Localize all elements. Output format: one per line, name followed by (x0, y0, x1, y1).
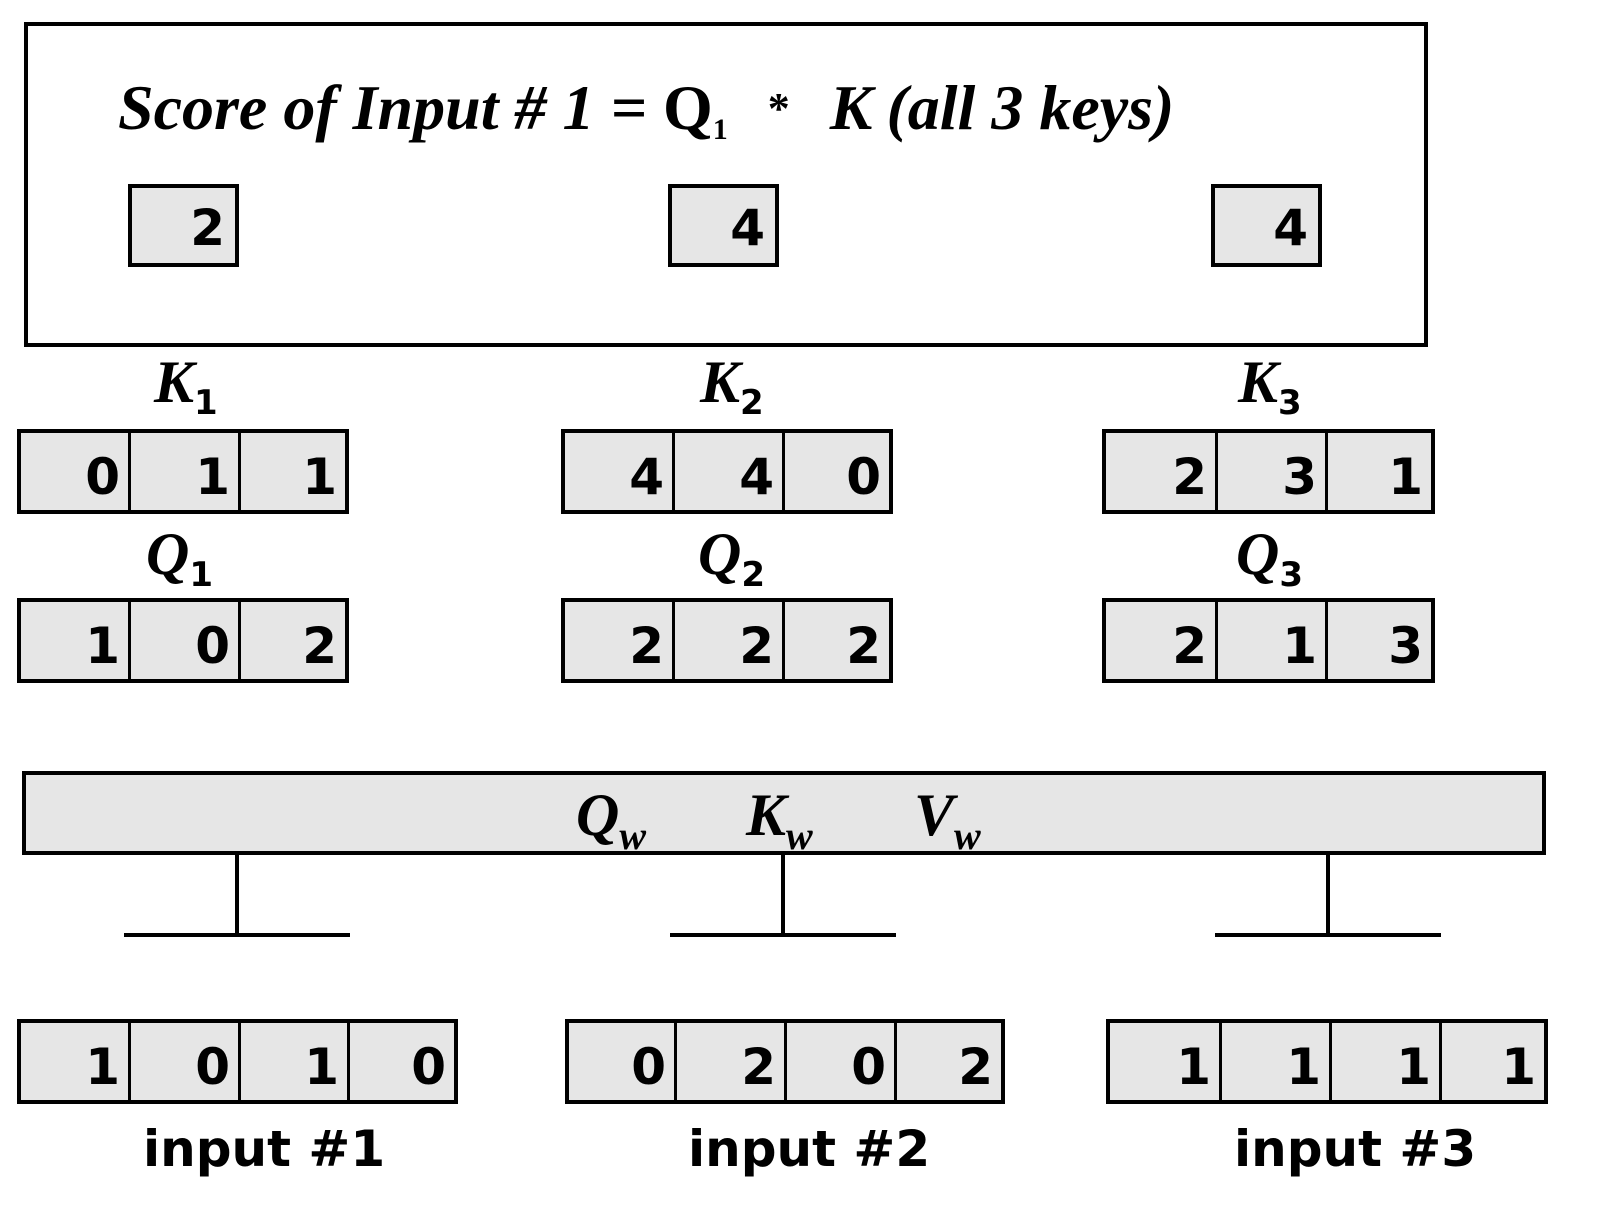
score-cell-2: 4 (668, 184, 779, 267)
input-label-1: input #1 (143, 1120, 386, 1178)
input-3-cell-3: 1 (1332, 1023, 1442, 1100)
score-cell-3: 4 (1211, 184, 1322, 267)
weight-q-label: Qw (576, 782, 647, 858)
key-3-cell-1: 2 (1106, 433, 1218, 510)
formula-q-sub: 1 (712, 113, 728, 146)
input-1-cell-3: 1 (241, 1023, 350, 1100)
input-3-cell-1: 1 (1110, 1023, 1222, 1100)
key-label-1: K1 (154, 349, 218, 423)
query-1-cell-3: 2 (302, 617, 337, 675)
key-2-cell-2: 4 (675, 433, 785, 510)
input-vector-1: 1 0 1 0 (17, 1019, 458, 1104)
input-label-2: input #2 (688, 1120, 931, 1178)
input-3-cell-2: 1 (1222, 1023, 1332, 1100)
key-vector-2: 4 4 0 (561, 429, 893, 514)
query-2-cell-1: 2 (565, 602, 675, 679)
formula-paren: (all 3 keys) (886, 72, 1175, 143)
query-vector-3: 2 1 3 (1102, 598, 1435, 683)
formula-prefix: Score of Input # 1 = (118, 72, 663, 143)
key-label-3: K3 (1238, 349, 1302, 423)
query-3-cell-3: 3 (1388, 617, 1423, 675)
weight-v-label: Vw (914, 782, 981, 858)
formula-q: Q (662, 72, 713, 143)
query-1-cell-2: 0 (131, 602, 241, 679)
query-vector-2: 2 2 2 (561, 598, 893, 683)
formula-times: * (767, 84, 790, 133)
key-1-cell-1: 0 (21, 433, 131, 510)
query-label-1: Q1 (146, 521, 214, 595)
key-3-cell-3: 1 (1388, 448, 1423, 506)
weight-k-label: Kw (746, 782, 813, 858)
query-2-cell-2: 2 (675, 602, 785, 679)
key-2-cell-3: 0 (846, 448, 881, 506)
input-2-cell-4: 2 (958, 1038, 993, 1096)
key-2-cell-1: 4 (565, 433, 675, 510)
score-cell-1: 2 (128, 184, 239, 267)
query-label-3: Q3 (1236, 521, 1304, 595)
score-panel: Score of Input # 1 = Q1*K(all 3 keys) 2 … (24, 22, 1428, 347)
formula-k: K (829, 72, 873, 143)
query-3-cell-2: 1 (1218, 602, 1328, 679)
query-3-cell-1: 2 (1106, 602, 1218, 679)
input-1-cell-1: 1 (21, 1023, 131, 1100)
input-vector-3: 1 1 1 1 (1106, 1019, 1548, 1104)
input-1-cell-2: 0 (131, 1023, 241, 1100)
input-2-cell-2: 2 (677, 1023, 787, 1100)
score-formula: Score of Input # 1 = Q1*K(all 3 keys) (118, 76, 1174, 145)
weights-bar: Qw Kw Vw (22, 771, 1546, 858)
query-label-2: Q2 (698, 521, 766, 595)
input-2-cell-3: 0 (787, 1023, 897, 1100)
input-label-3: input #3 (1234, 1120, 1477, 1178)
input-1-cell-4: 0 (411, 1038, 446, 1096)
input-3-cell-4: 1 (1501, 1038, 1536, 1096)
input-2-cell-1: 0 (569, 1023, 677, 1100)
key-vector-1: 0 1 1 (17, 429, 349, 514)
key-3-cell-2: 3 (1218, 433, 1328, 510)
key-vector-3: 2 3 1 (1102, 429, 1435, 514)
input-vector-2: 0 2 0 2 (565, 1019, 1005, 1104)
key-1-cell-2: 1 (131, 433, 241, 510)
query-2-cell-3: 2 (846, 617, 881, 675)
key-1-cell-3: 1 (302, 448, 337, 506)
key-label-2: K2 (700, 349, 764, 423)
query-vector-1: 1 0 2 (17, 598, 349, 683)
query-1-cell-1: 1 (21, 602, 131, 679)
